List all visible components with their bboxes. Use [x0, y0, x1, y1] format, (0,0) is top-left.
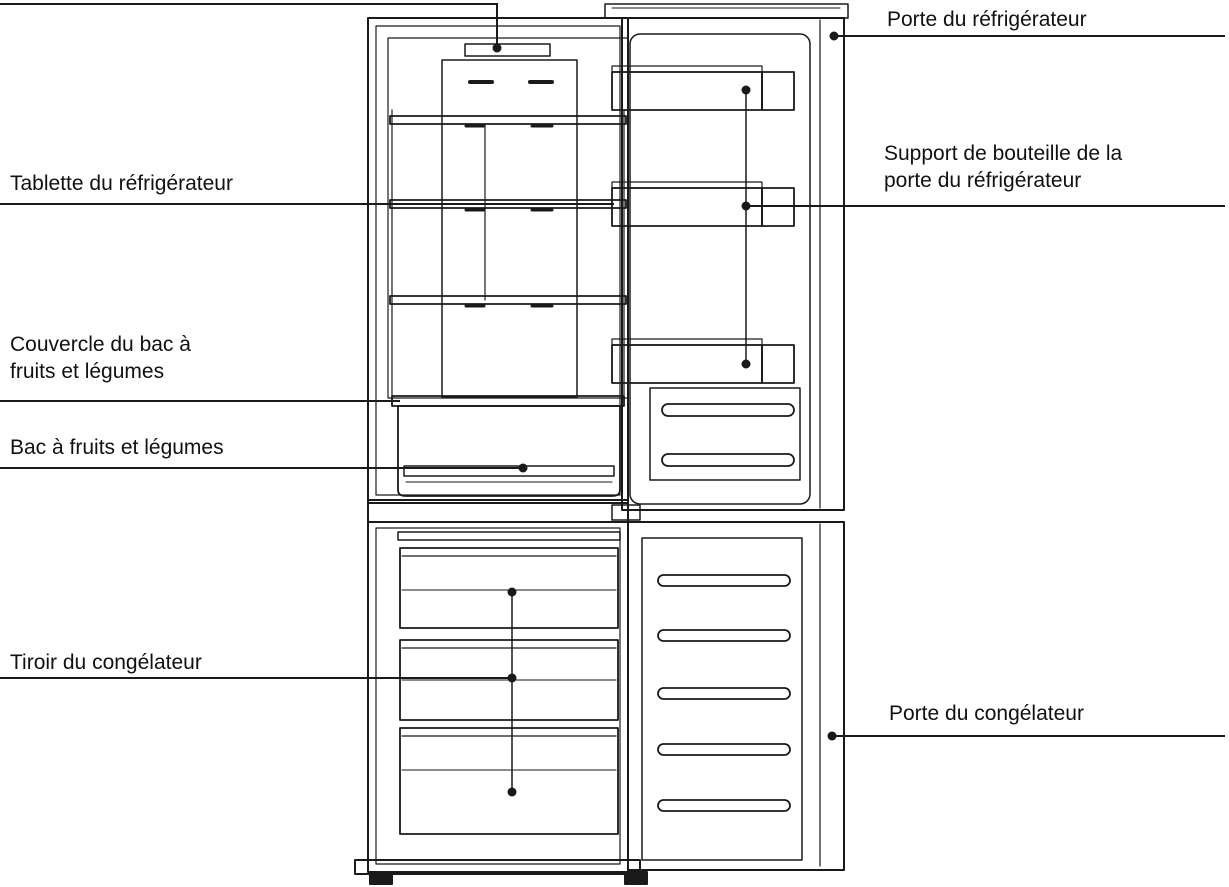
fridge-interior: [391, 43, 625, 398]
freezer-door-panel: [627, 521, 845, 871]
label-refrigerator-shelf: Tablette du réfrigérateur: [10, 172, 233, 195]
refrigerator-shelf-1: [389, 115, 627, 128]
freezer-interior: [397, 531, 621, 541]
label-crisper-cover-line1: Couvercle du bac à: [10, 333, 191, 356]
label-door-bottle-holder-line2: porte du réfrigérateur: [884, 169, 1082, 192]
leader-line-crisper-drawer: [0, 463, 528, 473]
refrigerator-door-panel: [611, 17, 845, 521]
freezer-drawer-connector: [507, 587, 517, 797]
door-bottle-holder-2: [611, 181, 795, 227]
door-bottle-holder-1: [611, 65, 795, 111]
leader-line-top-left: [0, 3, 502, 53]
door-bottle-holder-3: [611, 338, 795, 384]
label-door-bottle-holder-line1: Support de bouteille de la: [884, 142, 1123, 165]
label-freezer-drawer: Tiroir du congélateur: [10, 651, 202, 674]
freezer-drawer-2: [399, 639, 619, 721]
refrigerator-shelf-3: [389, 295, 627, 308]
crisper-drawer: [397, 405, 621, 497]
leader-line-refrigerator-door: [829, 31, 1225, 41]
label-crisper-cover-line2: fruits et légumes: [10, 360, 165, 383]
freezer-drawer-1: [399, 547, 619, 629]
refrigerator-door-lower-bins: [649, 387, 801, 481]
leader-line-freezer-door: [827, 731, 1225, 741]
label-crisper-drawer: Bac à fruits et légumes: [10, 436, 224, 459]
label-refrigerator-door: Porte du réfrigérateur: [887, 8, 1087, 31]
door-bottle-holder-connector: [741, 85, 751, 369]
cabinet-body: [354, 3, 849, 885]
freezer-door-shelves: [657, 574, 791, 812]
label-freezer-door: Porte du congélateur: [889, 702, 1084, 725]
freezer-drawer-3: [399, 727, 619, 835]
